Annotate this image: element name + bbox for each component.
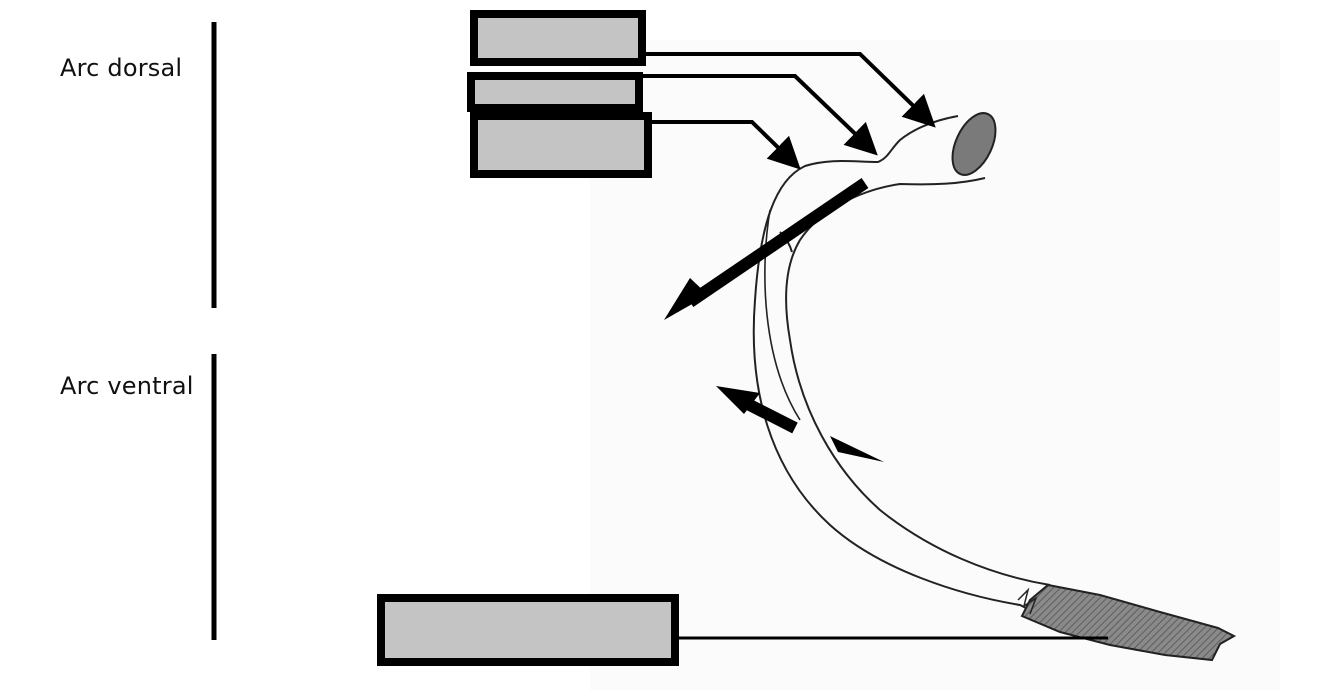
- leader-line-third: [650, 120, 801, 170]
- leader-line-top: [640, 52, 936, 128]
- outward-arrowhead: [664, 278, 708, 320]
- inward-arrowhead: [716, 386, 760, 414]
- leader-lines: [640, 52, 1108, 640]
- small-arrow-wedge: [830, 436, 884, 462]
- arc-dorsal-label: Arc dorsal: [60, 54, 183, 82]
- direction-arrows: [664, 178, 884, 462]
- leader-line-second: [640, 74, 878, 156]
- outward-arrow-shaft: [686, 178, 869, 307]
- cartilage-jagged-edge: [1017, 587, 1038, 615]
- label-box-bottom[interactable]: [377, 594, 679, 666]
- label-box-second[interactable]: [467, 72, 643, 112]
- rib-outline: [752, 115, 1051, 611]
- label-box-top[interactable]: [470, 10, 646, 66]
- arc-ventral-label: Arc ventral: [60, 372, 194, 400]
- costal-cartilage: [1020, 583, 1237, 662]
- rib-head-surface: [951, 112, 997, 176]
- label-box-third[interactable]: [470, 112, 652, 178]
